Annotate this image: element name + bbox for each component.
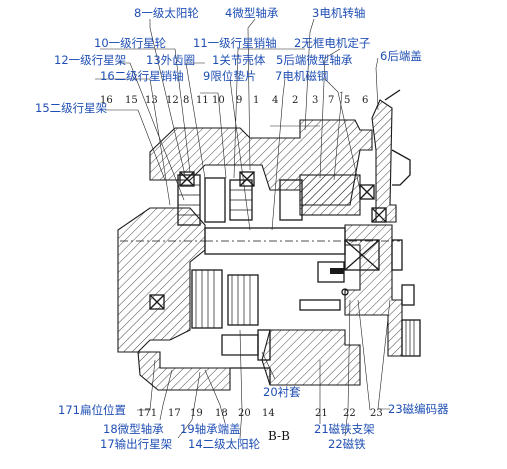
- bottom-number: 17: [168, 408, 181, 419]
- label-part-23: 23磁编码器: [388, 402, 449, 416]
- top-number: 10: [212, 95, 225, 106]
- label-part-4: 4微型轴承: [225, 6, 279, 20]
- bottom-number: 171: [138, 408, 157, 419]
- label-part-1: 1关节壳体: [212, 53, 266, 67]
- label-part-9: 9限位垫片: [203, 69, 256, 83]
- bottom-number: 19: [190, 408, 203, 419]
- top-number: 11: [196, 95, 209, 106]
- label-part-2: 2无框电机定子: [294, 36, 370, 50]
- label-part-171: 171扁位位置: [58, 403, 126, 417]
- bottom-number-row: 171 17 19 18 20 14 21 22 23: [138, 408, 383, 419]
- bottom-number: 18: [215, 408, 228, 419]
- label-part-22: 22磁铁: [328, 437, 366, 451]
- bottom-number: 21: [315, 408, 328, 419]
- label-part-17: 17输出行星架: [100, 437, 172, 451]
- top-number: 4: [272, 95, 278, 106]
- label-part-16: 16二级行星销轴: [100, 69, 184, 83]
- top-number: 8: [183, 95, 189, 106]
- label-part-10: 10一级行星轮: [94, 36, 167, 50]
- label-part-18: 18微型轴承: [103, 422, 164, 436]
- top-number: 13: [145, 95, 158, 106]
- bottom-number: 14: [262, 408, 275, 419]
- top-number: 3: [312, 95, 318, 106]
- label-part-15: 15二级行星架: [35, 101, 107, 115]
- label-part-6: 6后端盖: [380, 49, 422, 63]
- top-number: 1: [253, 95, 259, 106]
- top-number: 7: [328, 95, 334, 106]
- label-part-11: 11一级行星销轴: [193, 36, 277, 50]
- drawing-body: [117, 89, 421, 391]
- label-part-3: 3电机转轴: [312, 6, 365, 20]
- top-number: 16: [100, 95, 113, 106]
- callout-labels: 8一级太阳轮 4微型轴承 3电机转轴 10一级行星轮 11一级行星销轴 2无框电…: [35, 6, 449, 451]
- label-part-12: 12一级行星架: [54, 53, 126, 67]
- bottom-number: 22: [343, 408, 356, 419]
- bottom-number: 23: [370, 408, 383, 419]
- bottom-number: 20: [238, 408, 251, 419]
- label-part-20: 20衬套: [263, 385, 301, 399]
- top-number: 2: [292, 95, 298, 106]
- top-number: 15: [125, 95, 138, 106]
- label-part-5: 5后端微型轴承: [276, 53, 353, 67]
- label-part-13: 13外齿圈: [146, 53, 195, 67]
- leader-lines: [95, 18, 391, 439]
- section-label: B-B: [268, 429, 290, 443]
- top-number: 5: [344, 95, 350, 106]
- top-number-row: 16 15 13 12 8 11 10 9 1 4 2 3 7 5 6: [100, 95, 368, 106]
- top-number: 9: [236, 95, 242, 106]
- label-part-19: 19轴承端盖: [180, 422, 241, 436]
- top-number: 6: [362, 95, 368, 106]
- label-part-8: 8一级太阳轮: [134, 6, 199, 20]
- label-part-7: 7电机磁钢: [275, 69, 328, 83]
- label-part-21: 21磁铁支架: [314, 422, 375, 436]
- label-part-14: 14二级太阳轮: [188, 437, 261, 451]
- top-number: 12: [166, 95, 179, 106]
